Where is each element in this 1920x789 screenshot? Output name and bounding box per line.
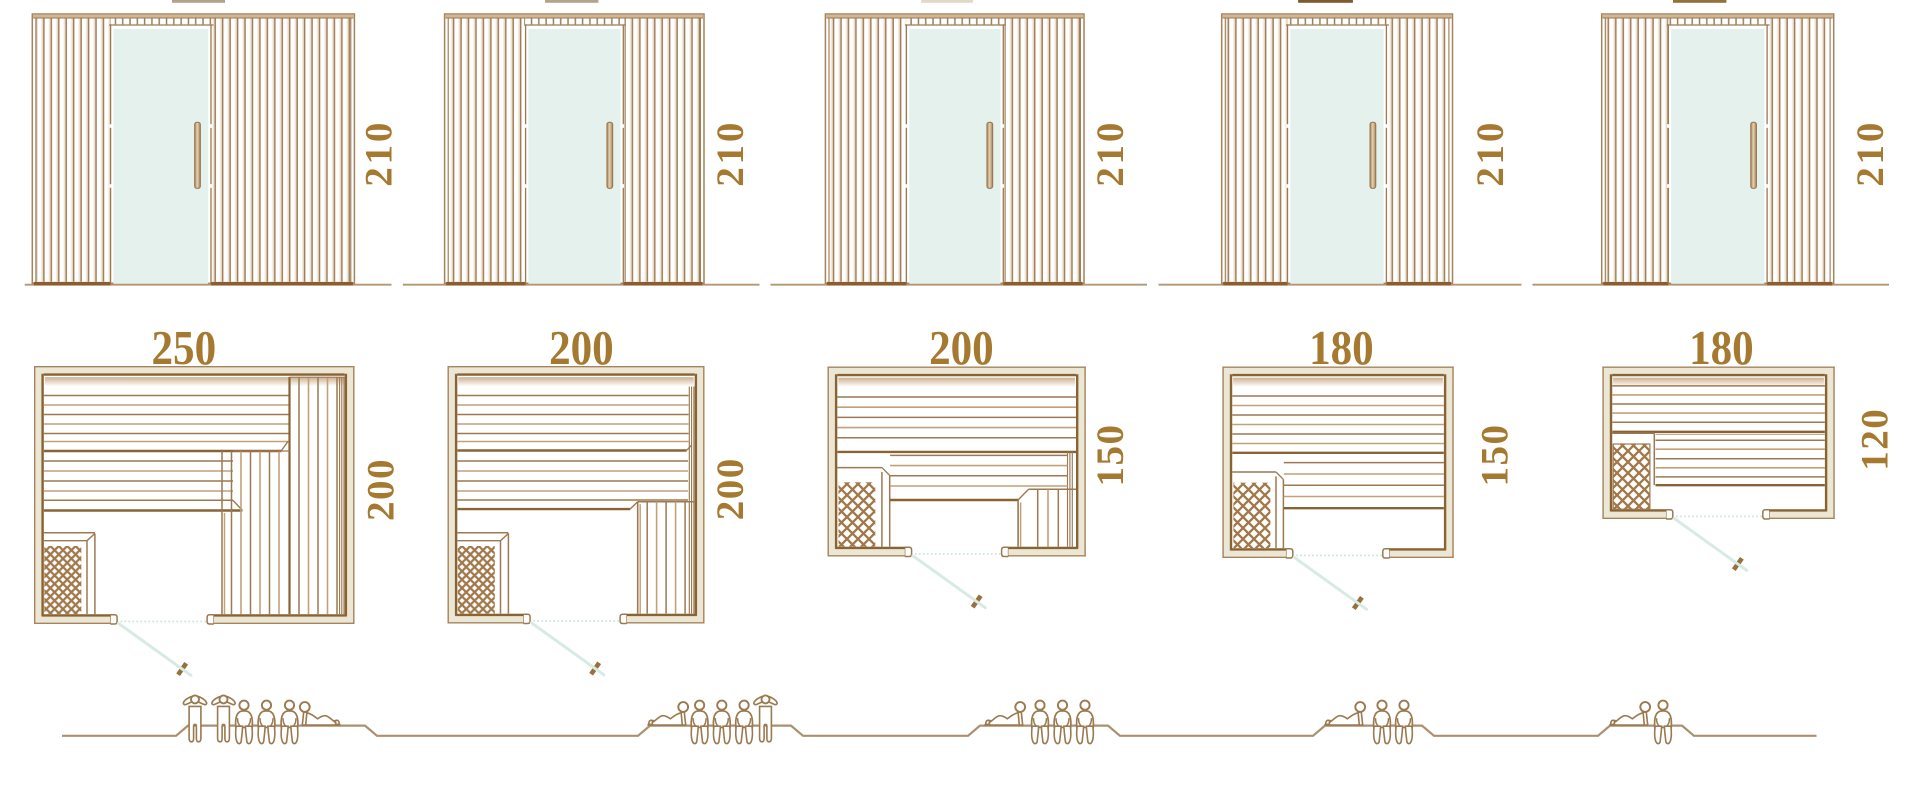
svg-text:200: 200 <box>549 320 614 374</box>
svg-text:180: 180 <box>1309 320 1374 374</box>
svg-text:210: 210 <box>709 120 752 187</box>
svg-text:210: 210 <box>1089 120 1132 187</box>
svg-text:150: 150 <box>1089 424 1132 487</box>
svg-text:180: 180 <box>1689 320 1754 374</box>
svg-text:200: 200 <box>929 320 994 374</box>
svg-text:250: 250 <box>151 320 216 374</box>
svg-text:200: 200 <box>709 457 752 520</box>
svg-text:200: 200 <box>360 458 403 521</box>
svg-text:210: 210 <box>1849 120 1892 187</box>
svg-text:150: 150 <box>1474 424 1517 487</box>
svg-text:120: 120 <box>1854 408 1897 471</box>
svg-text:210: 210 <box>358 120 401 187</box>
svg-text:210: 210 <box>1469 120 1512 187</box>
